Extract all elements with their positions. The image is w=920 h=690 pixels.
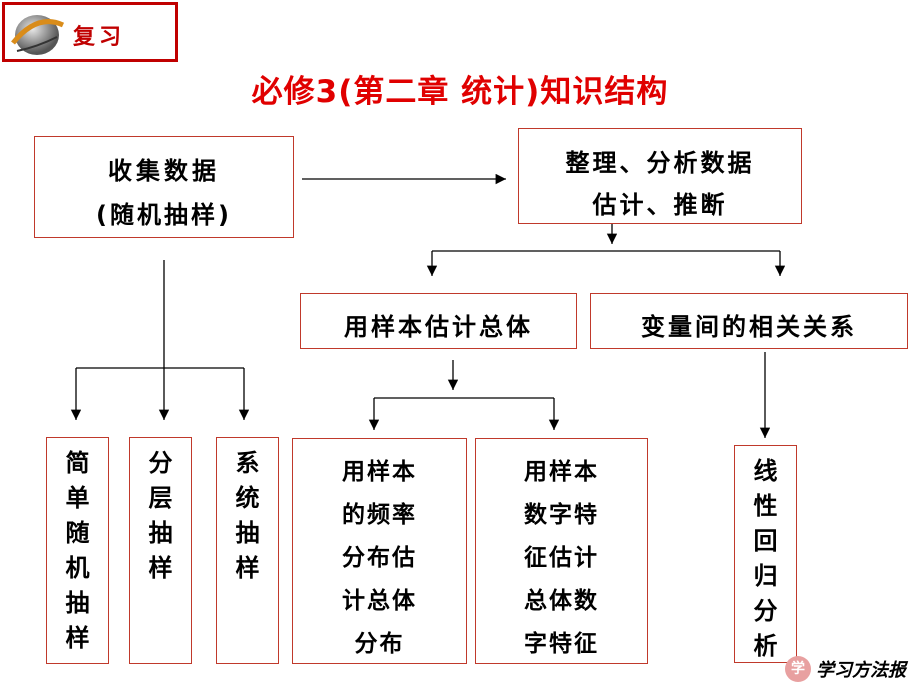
linear-regression-box: 线 性 回 归 分 析 <box>734 445 797 663</box>
frequency-distribution-label: 用样本 的频率 分布估 计总体 分布 <box>342 459 417 657</box>
collect-data-label: 收集数据 <box>108 157 220 185</box>
variable-relation-label: 变量间的相关关系 <box>641 313 857 341</box>
systematic-sampling-label: 系 统 抽 样 <box>235 449 260 582</box>
analyze-data-box: 整理、分析数据 估计、推断 <box>518 128 802 224</box>
systematic-sampling-box: 系 统 抽 样 <box>216 437 279 664</box>
publisher-name: 学习方法报 <box>816 660 906 681</box>
page-title: 必修3(第二章 统计)知识结构 <box>251 74 669 110</box>
estimate-infer-label: 估计、推断 <box>592 191 728 219</box>
sample-estimate-label: 用样本估计总体 <box>344 313 533 341</box>
numeric-features-label: 用样本 数字特 征估计 总体数 字特征 <box>524 459 599 657</box>
numeric-features-box: 用样本 数字特 征估计 总体数 字特征 <box>475 438 648 664</box>
random-sampling-label: (随机抽样) <box>96 201 232 229</box>
linear-regression-label: 线 性 回 归 分 析 <box>753 457 778 660</box>
stratified-sampling-label: 分 层 抽 样 <box>148 449 173 582</box>
stratified-sampling-box: 分 层 抽 样 <box>129 437 192 664</box>
badge-label: 复习 <box>73 25 126 50</box>
globe-icon <box>11 15 65 55</box>
simple-random-sampling-box: 简 单 随 机 抽 样 <box>46 437 109 664</box>
analyze-data-label: 整理、分析数据 <box>565 149 755 177</box>
sample-estimate-box: 用样本估计总体 <box>300 293 577 349</box>
review-badge: 复习 <box>2 2 178 62</box>
collect-data-box: 收集数据 (随机抽样) <box>34 136 294 238</box>
frequency-distribution-box: 用样本 的频率 分布估 计总体 分布 <box>292 438 467 664</box>
simple-random-sampling-label: 简 单 随 机 抽 样 <box>65 449 90 652</box>
publisher-logo-icon: 学 <box>785 656 811 682</box>
variable-relation-box: 变量间的相关关系 <box>590 293 908 349</box>
